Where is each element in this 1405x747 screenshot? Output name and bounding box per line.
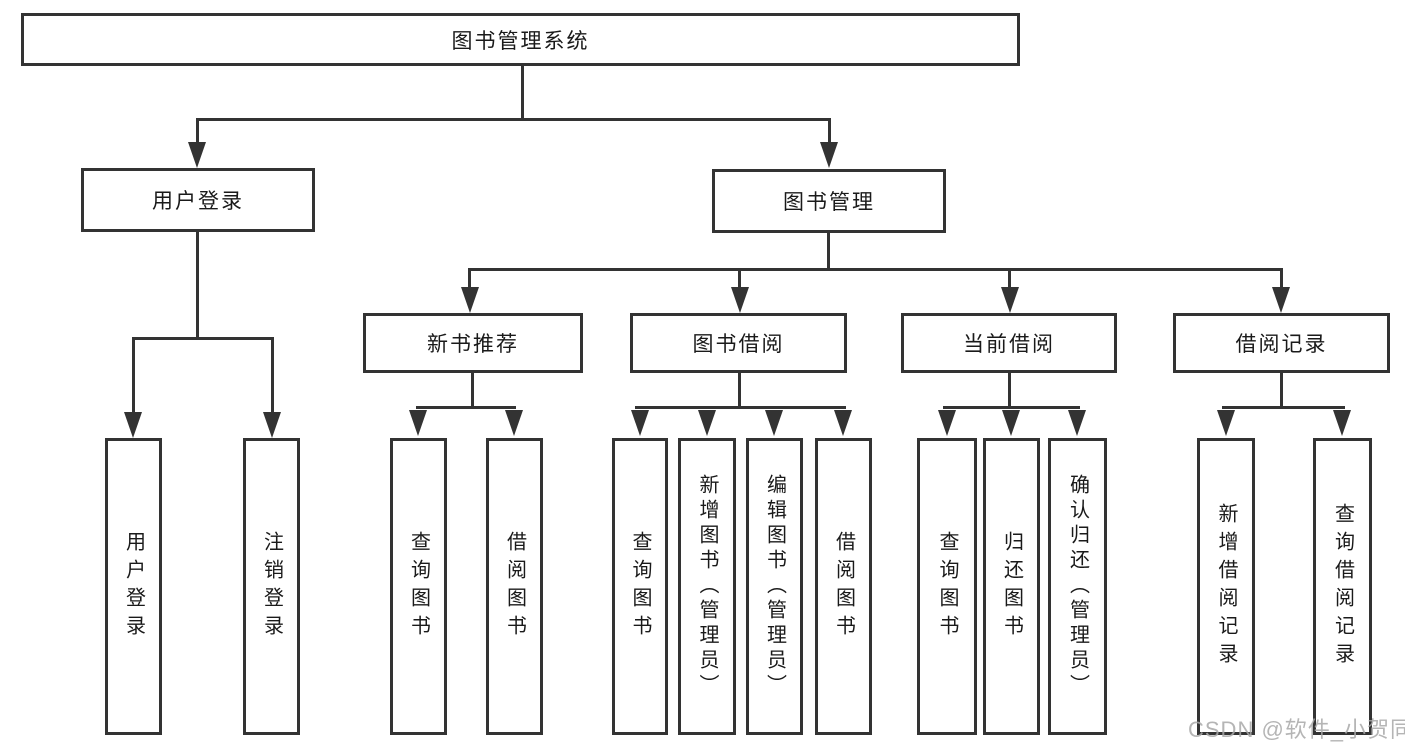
- leaf-edit-book-admin: 编辑图书（管理员）: [746, 438, 803, 735]
- arrowhead-down-icon: [1217, 410, 1235, 436]
- leaf-logout: 注销登录: [243, 438, 300, 735]
- connector-stem: [132, 337, 135, 414]
- leaf-query-book: 查询图书: [612, 438, 668, 735]
- connector-level3-branch: [468, 268, 1283, 271]
- node-current-borrow: 当前借阅: [901, 313, 1117, 373]
- arrowhead-down-icon: [409, 410, 427, 436]
- connector-stem: [196, 232, 199, 339]
- leaf-query-borrow-record: 查询借阅记录: [1313, 438, 1372, 735]
- connector-stem: [468, 268, 471, 290]
- connector-stem: [827, 233, 830, 270]
- arrowhead-down-icon: [1002, 410, 1020, 436]
- leaf-add-borrow-record: 新增借阅记录: [1197, 438, 1255, 735]
- arrowhead-down-icon: [631, 410, 649, 436]
- connector-branch: [132, 337, 274, 340]
- leaf-confirm-return-admin: 确认归还（管理员）: [1048, 438, 1107, 735]
- arrowhead-down-icon: [765, 410, 783, 436]
- connector-branch: [635, 406, 846, 409]
- arrowhead-down-icon: [1068, 410, 1086, 436]
- connector-stem: [738, 268, 741, 290]
- node-user-login: 用户登录: [81, 168, 315, 232]
- leaf-add-book-admin: 新增图书（管理员）: [678, 438, 736, 735]
- connector-stem: [271, 337, 274, 414]
- connector-branch: [1222, 406, 1345, 409]
- arrowhead-down-icon: [461, 287, 479, 313]
- connector-stem: [1008, 373, 1011, 409]
- arrowhead-down-icon: [938, 410, 956, 436]
- arrowhead-down-icon: [834, 410, 852, 436]
- arrowhead-down-icon: [1001, 287, 1019, 313]
- arrowhead-down-icon: [1272, 287, 1290, 313]
- node-new-book-recommend: 新书推荐: [363, 313, 583, 373]
- arrowhead-down-icon: [505, 410, 523, 436]
- connector-root-stem: [521, 66, 524, 120]
- leaf-query-book: 查询图书: [917, 438, 977, 735]
- arrowhead-down-icon: [731, 287, 749, 313]
- node-root: 图书管理系统: [21, 13, 1020, 66]
- connector-stem: [471, 373, 474, 409]
- connector-stem: [1280, 268, 1283, 290]
- csdn-watermark: CSDN @软件_小贺同学: [1188, 717, 1405, 742]
- arrowhead-down-icon: [124, 412, 142, 438]
- arrowhead-down-icon: [1333, 410, 1351, 436]
- leaf-borrow-book: 借阅图书: [486, 438, 543, 735]
- connector-stem: [196, 118, 199, 148]
- node-borrow-record: 借阅记录: [1173, 313, 1390, 373]
- leaf-user-login: 用户登录: [105, 438, 162, 735]
- node-book-management: 图书管理: [712, 169, 946, 233]
- arrowhead-down-icon: [188, 142, 206, 168]
- leaf-return-book: 归还图书: [983, 438, 1040, 735]
- connector-level2-branch: [196, 118, 831, 121]
- connector-stem: [828, 118, 831, 148]
- connector-stem: [1280, 373, 1283, 409]
- connector-branch: [416, 406, 516, 409]
- node-book-borrow: 图书借阅: [630, 313, 847, 373]
- connector-stem: [738, 373, 741, 409]
- arrowhead-down-icon: [698, 410, 716, 436]
- arrowhead-down-icon: [263, 412, 281, 438]
- leaf-query-book: 查询图书: [390, 438, 447, 735]
- arrowhead-down-icon: [820, 142, 838, 168]
- leaf-borrow-book: 借阅图书: [815, 438, 872, 735]
- connector-stem: [1008, 268, 1011, 290]
- connector-branch: [943, 406, 1080, 409]
